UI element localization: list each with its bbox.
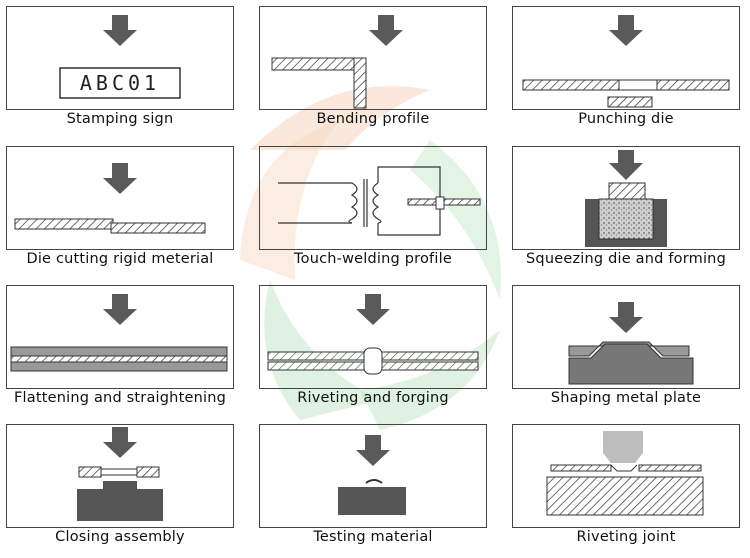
- panel-caption: Squeezing die and forming: [526, 251, 726, 267]
- process-panel: Punching die: [512, 6, 740, 140]
- hatched-bar: [271, 57, 367, 71]
- down-arrow-icon: [103, 163, 137, 194]
- anvil: [77, 481, 163, 521]
- down-arrow-icon: [356, 294, 390, 325]
- panel-caption: Closing assembly: [55, 529, 185, 545]
- process-panel: Bending profile: [259, 6, 487, 140]
- process-panel: Die cutting rigid meterial: [6, 146, 234, 280]
- hatched-bar: [550, 464, 612, 472]
- panel-caption: Riveting joint: [576, 529, 676, 545]
- panel-caption: Riveting and forging: [297, 390, 449, 406]
- down-arrow-icon: [609, 150, 643, 180]
- stamp-frame: [59, 67, 181, 99]
- panel-caption: Flattening and straightening: [14, 390, 226, 406]
- panel-illustration: [6, 146, 234, 250]
- process-panel: Closing assembly: [6, 424, 234, 558]
- panel-illustration: [512, 424, 740, 528]
- down-arrow-icon: [609, 302, 643, 333]
- hatched-bar: [78, 466, 102, 478]
- panel-illustration: [512, 285, 740, 389]
- process-panel: Shaping metal plate: [512, 285, 740, 419]
- panel-illustration: [259, 424, 487, 528]
- down-arrow-icon: [369, 15, 403, 46]
- panel-illustration: [512, 6, 740, 110]
- hatched-bar: [607, 96, 653, 108]
- panel-caption: Die cutting rigid meterial: [26, 251, 214, 267]
- down-arrow-icon: [609, 15, 643, 46]
- down-arrow-icon: [103, 15, 137, 46]
- hatched-bar: [638, 464, 702, 472]
- panel-caption: Punching die: [578, 111, 674, 127]
- hatched-bar: [14, 218, 114, 230]
- panel-caption: Shaping metal plate: [550, 390, 702, 406]
- panel-illustration: [6, 424, 234, 528]
- hatched-bar: [136, 466, 160, 478]
- stamp-text: ABC01: [80, 71, 160, 95]
- process-panel: Touch-welding profile: [259, 146, 487, 280]
- hatched-bar: [353, 57, 367, 109]
- panel-caption: Testing material: [313, 529, 433, 545]
- test-block: [338, 487, 406, 515]
- die-block: [585, 199, 667, 247]
- hatched-bar: [608, 182, 646, 202]
- hatched-bar: [10, 355, 228, 363]
- panel-illustration: [512, 146, 740, 250]
- process-panel: ABC01 Stamping sign: [6, 6, 234, 140]
- process-panel: Riveting joint: [512, 424, 740, 558]
- panel-caption: Bending profile: [316, 111, 430, 127]
- process-panel: Testing material: [259, 424, 487, 558]
- hatched-bar: [110, 222, 206, 234]
- down-arrow-icon: [103, 427, 137, 458]
- panel-illustration: [259, 6, 487, 110]
- coil-icon: [278, 166, 441, 236]
- panel-illustration: ABC01: [6, 6, 234, 110]
- process-panel: Squeezing die and forming: [512, 146, 740, 280]
- panel-caption: Stamping sign: [66, 111, 174, 127]
- down-arrow-icon: [103, 294, 137, 325]
- down-arrow-icon: [356, 435, 390, 466]
- hatched-bar: [546, 476, 704, 516]
- panel-illustration: [6, 285, 234, 389]
- rivet: [363, 347, 383, 375]
- panel-illustration: [259, 146, 487, 250]
- panel-caption: Touch-welding profile: [294, 251, 452, 267]
- process-panel: Riveting and forging: [259, 285, 487, 419]
- process-panel: Flattening and straightening: [6, 285, 234, 419]
- punch-tool: [603, 431, 643, 463]
- panel-illustration: [259, 285, 487, 389]
- hatched-bar: [656, 79, 730, 91]
- hatched-bar: [522, 79, 620, 91]
